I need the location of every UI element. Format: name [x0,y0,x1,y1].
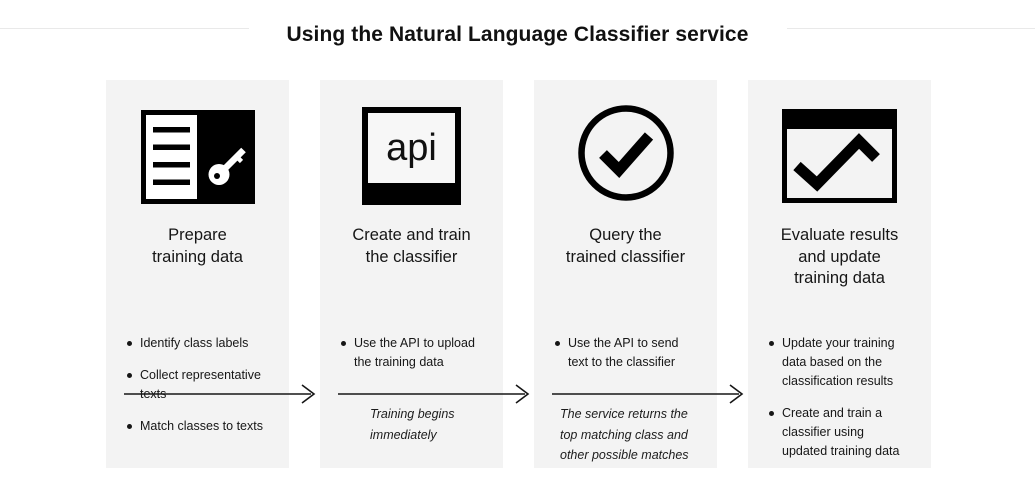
arrow-right-icon [552,384,744,404]
step-panel-create-and-train: api Create and train the classifier Use … [320,80,530,468]
step-title: Prepare training data [152,226,243,266]
step-title: Query the trained classifier [565,226,686,266]
step-panel-query-classifier: Query the trained classifier Use the API… [534,80,744,468]
bullet-dot-icon [769,411,774,416]
bullet-list: Identify class labels Collect representa… [127,334,281,436]
step-panel-evaluate-results: Evaluate results and update training dat… [748,80,931,468]
trend-window-icon [748,109,931,203]
arrow-right-icon [124,384,316,404]
bullet-item: Identify class labels [127,334,281,353]
check-circle-icon [534,104,717,202]
bullet-dot-icon [555,341,560,346]
bullet-text: Use the API to send text to the classifi… [568,336,679,369]
bullet-item: Create and train a classifier using upda… [769,404,923,461]
page-title: Using the Natural Language Classifier se… [0,0,1035,65]
bullet-item: Update your training data based on the c… [769,334,923,391]
bullet-item: Use the API to upload the training data [341,334,495,372]
bullet-text: Collect representative texts [140,368,261,401]
bullet-item: Collect representative texts [127,366,281,404]
bullet-text: Use the API to upload the training data [354,336,475,369]
document-key-icon [106,110,289,204]
bullet-dot-icon [127,341,132,346]
note-text: The service returns the top matching cla… [560,407,689,462]
bullet-dot-icon [341,341,346,346]
bullet-dot-icon [769,341,774,346]
api-window-icon: api [320,107,503,205]
bullet-list: Use the API to send text to the classifi… [555,334,709,372]
step-title: Evaluate results and update training dat… [780,226,899,287]
step-title: Create and train the classifier [352,226,471,266]
bullet-text: Match classes to texts [140,419,263,433]
bullet-list: Update your training data based on the c… [769,334,923,461]
bullet-text: Identify class labels [140,336,249,350]
bullet-dot-icon [127,424,132,429]
note-text: Training begins immediately [370,407,455,442]
arrow-right-icon [338,384,530,404]
bullet-item: Use the API to send text to the classifi… [555,334,709,372]
bullet-dot-icon [127,373,132,378]
bullet-list: Use the API to upload the training data [341,334,495,372]
bullet-text: Update your training data based on the c… [782,336,895,388]
bullet-item: Match classes to texts [127,417,281,436]
bullet-text: Create and train a classifier using upda… [782,406,900,458]
api-label: api [386,127,437,169]
step-panel-prepare-training-data: Prepare training data Identify class lab… [106,80,316,468]
steps-row: Prepare training data Identify class lab… [106,80,931,468]
